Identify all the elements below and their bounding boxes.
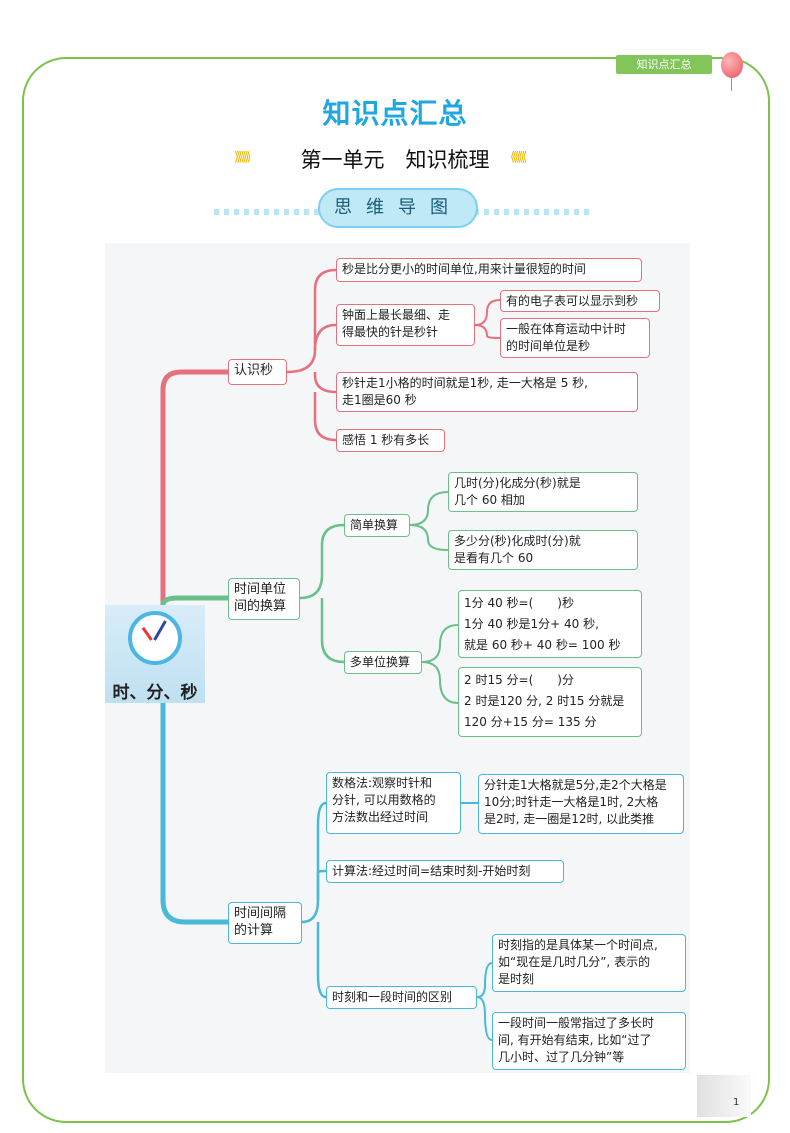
node-sports-timing: 一般在体育运动中计时 的时间单位是秒 — [500, 318, 650, 358]
node-electronic-watch: 有的电子表可以显示到秒 — [500, 290, 660, 312]
wheat-decoration-left: ⟩⟩⟩⟩⟩⟩⟩ — [234, 150, 251, 165]
node-moment-vs-duration: 时刻和一段时间的区别 — [326, 986, 477, 1009]
header-tag: 知识点汇总 — [616, 55, 712, 74]
node-multi-unit-conversion: 多单位换算 — [344, 651, 422, 674]
node-multi-a: 1分 40 秒=( )秒 1分 40 秒是1分+ 40 秒, 就是 60 秒+ … — [458, 590, 642, 658]
branch-recognize-second: 认识秒 — [228, 359, 287, 385]
balloon-string — [731, 77, 732, 91]
main-title: 知识点汇总 — [322, 97, 468, 130]
node-second-ticks: 秒针走1小格的时间就是1秒, 走一大格是 5 秒, 走1圈是60 秒 — [336, 372, 638, 412]
page-number: 1 — [733, 1097, 740, 1108]
node-second-definition: 秒是比分更小的时间单位,用来计量很短的时间 — [336, 258, 642, 282]
node-calculation-method: 计算法:经过时间=结束时刻-开始时刻 — [326, 860, 564, 883]
branch-unit-conversion: 时间单位 间的换算 — [228, 578, 300, 620]
node-duration-definition: 一段时间一般常指过了多长时 间, 有开始有结束, 比如“过了 几小时、过了几分钟… — [492, 1012, 686, 1070]
node-second-hand: 钟面上最长最细、走 得最快的针是秒针 — [336, 304, 475, 346]
node-count-grid-method: 数格法:观察时针和 分针, 可以用数格的 方法数出经过时间 — [326, 772, 461, 834]
node-feel-one-second: 感悟 1 秒有多长 — [336, 429, 445, 452]
balloon-decoration — [721, 52, 743, 78]
wheat-decoration-right: ⟨⟨⟨⟨⟨⟨⟨ — [510, 150, 527, 165]
node-moment-definition: 时刻指的是具体某一个时间点, 如“现在是几时几分”, 表示的 是时刻 — [492, 934, 686, 992]
page-corner — [697, 1075, 751, 1117]
node-multi-b: 2 时15 分=( )分 2 时是120 分, 2 时15 分就是 120 分+… — [458, 667, 642, 737]
node-simple-a: 几时(分)化成分(秒)就是 几个 60 相加 — [448, 472, 638, 512]
node-count-grid-detail: 分针走1大格就是5分,走2个大格是 10分;时针走一大格是1时, 2大格 是2时… — [478, 774, 684, 834]
unit-title: 第一单元 知识梳理 — [300, 148, 490, 172]
node-simple-conversion: 简单换算 — [344, 514, 410, 537]
center-topic: 时、分、秒 — [112, 683, 198, 703]
mind-map-ribbon: 思维导图 — [318, 188, 478, 228]
branch-interval-calculation: 时间间隔 的计算 — [228, 902, 302, 944]
node-simple-b: 多少分(秒)化成时(分)就 是看有几个 60 — [448, 530, 638, 570]
